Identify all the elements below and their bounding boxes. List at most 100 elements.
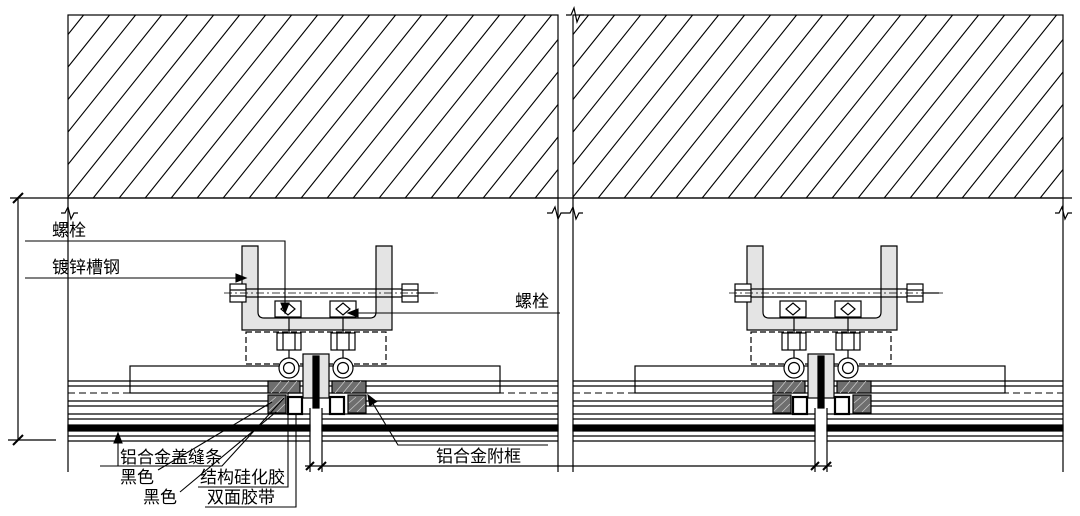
left-hatch-line [352, 14, 501, 199]
arrowhead [113, 431, 123, 444]
leader-line [371, 401, 548, 446]
break-mark-center-1 [547, 205, 565, 221]
left-hatch-line [67, 14, 85, 35]
left-glass-core [321, 424, 559, 432]
right-hatch-line [572, 14, 590, 35]
left-center-bolt [312, 355, 320, 409]
left-hatch-line [67, 14, 137, 100]
left-structural-silicone-2 [331, 380, 367, 394]
left-silicone-texture [334, 380, 362, 394]
right-hatch-line [753, 14, 902, 199]
left-washer-outer [278, 357, 300, 379]
left-hatch-line [118, 14, 267, 199]
left-hatch-line [404, 14, 553, 199]
structure-lines [10, 6, 1072, 221]
joint-dimension-tick [305, 461, 315, 471]
right-bolt-head-1 [779, 300, 807, 318]
arrowhead [235, 273, 248, 283]
left-hatch-line [274, 14, 423, 199]
left-concrete-hatching [67, 14, 559, 199]
height-dimension-tick [12, 434, 24, 446]
right-hatch-line [572, 14, 616, 68]
right-concrete-wall [572, 14, 1064, 199]
right-hatch-line [987, 104, 1064, 199]
right-washer-2 [837, 357, 859, 379]
left-hatch-line [326, 14, 475, 199]
right-hatch-line [909, 14, 1058, 199]
leader-double-sided-tape [205, 414, 297, 508]
left-connector-plate [245, 331, 387, 365]
right-hatch-line [572, 14, 694, 165]
label-cover-strip-color: 黑色 [120, 468, 154, 488]
height-dimension [8, 192, 56, 446]
leader-cover-strip [100, 397, 285, 467]
left-hatch-line [67, 14, 163, 133]
right-concrete-hatching [572, 14, 1064, 199]
left-nut-2 [330, 332, 356, 351]
right-bracket-assembly [729, 245, 943, 416]
label-bolt-right: 螺栓 [515, 292, 549, 312]
leader-line [25, 240, 286, 305]
label-aluminum-subframe: 铝合金附框 [436, 447, 521, 467]
label-tape-color: 黑色 [143, 488, 177, 508]
left-silicone-texture [270, 380, 298, 394]
right-hatch-line [1039, 169, 1064, 199]
right-hatch-line [961, 71, 1064, 199]
left-washer-inner [336, 361, 350, 375]
left-hatch-line [534, 169, 559, 199]
height-dimension-tick [12, 192, 24, 204]
leader-bolt-right [346, 308, 560, 318]
right-hatch-line [779, 14, 928, 199]
break-mark-right [1055, 205, 1072, 221]
right-silicone-texture [775, 380, 803, 394]
right-washer-inner [841, 361, 855, 375]
left-hatch-line [248, 14, 397, 199]
right-washer-1 [783, 357, 805, 379]
left-nut-1 [276, 332, 302, 351]
right-hatch-line [572, 14, 720, 198]
left-hatch-line [92, 14, 241, 199]
right-bolt-head-mark [785, 302, 801, 316]
left-hatch-line [144, 14, 293, 199]
right-center-bolt [817, 355, 825, 409]
right-hatch-line [701, 14, 850, 199]
right-nut-1 [781, 332, 807, 351]
left-hatch-line [378, 14, 527, 199]
left-hatch-line [170, 14, 319, 199]
left-washer-outer [332, 357, 354, 379]
joint-width-dimension [305, 461, 832, 471]
right-hatch-line [597, 14, 746, 199]
joint-dimension-tick [810, 461, 820, 471]
left-hatch-line [482, 104, 559, 199]
leader-line [198, 392, 289, 488]
right-hatch-line [649, 14, 798, 199]
left-hatch-line [508, 136, 559, 199]
right-nut-body [835, 332, 861, 351]
right-connector-plate [750, 331, 892, 365]
right-glass-core [826, 424, 1064, 432]
left-cover-strip-1 [286, 395, 304, 416]
label-double-sided-tape: 双面胶带 [207, 488, 275, 508]
right-through-bolt [729, 283, 943, 303]
leader-cover-strip-color [157, 401, 273, 471]
right-hatch-line [1013, 136, 1064, 199]
right-washer-inner [787, 361, 801, 375]
left-glazing [67, 380, 559, 472]
right-hatch-line [727, 14, 876, 199]
right-hatch-line [831, 14, 980, 199]
leader-tape-color [179, 411, 277, 493]
break-mark-left [61, 205, 78, 221]
left-through-bolt [224, 283, 438, 303]
right-hatch-line [572, 14, 668, 133]
right-cover-strip-1 [791, 395, 809, 416]
right-hatch-line [883, 14, 1032, 199]
right-silicone-texture [839, 380, 867, 394]
right-nut-2 [835, 332, 861, 351]
left-hatch-line [196, 14, 345, 199]
leader-line [205, 414, 297, 508]
left-bay [67, 14, 559, 472]
left-hatch-line [67, 14, 189, 165]
right-structural-silicone-2 [836, 380, 872, 394]
leader-line [157, 401, 273, 471]
